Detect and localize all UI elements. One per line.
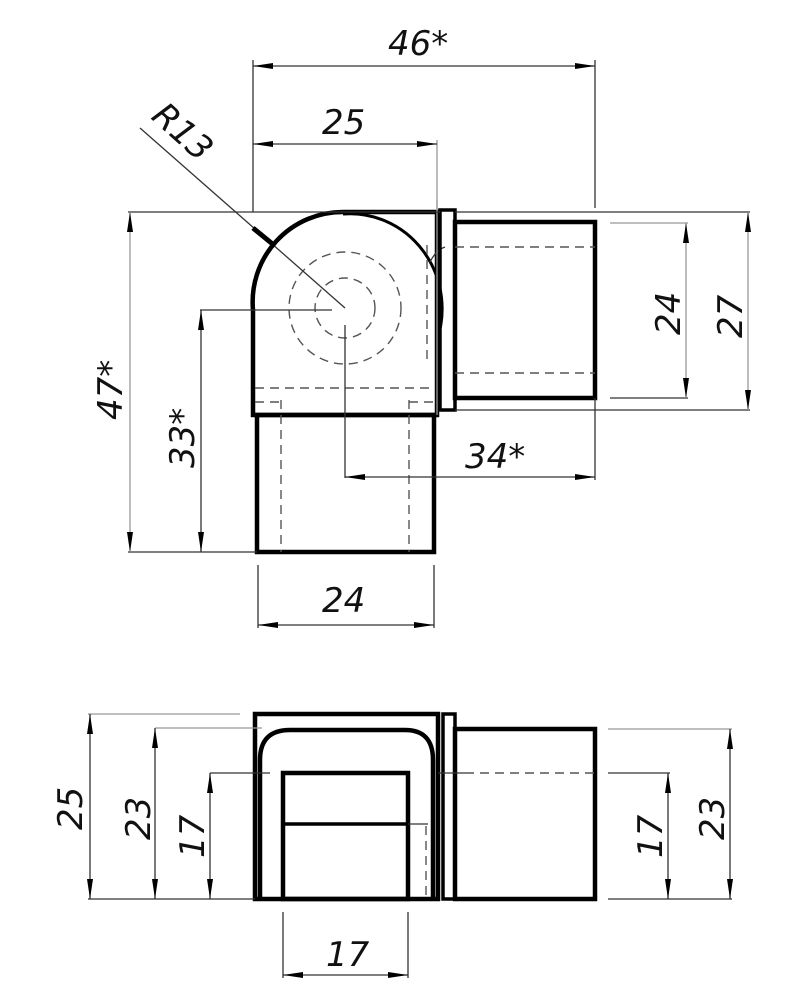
dim-side-overall-height: 25 (51, 787, 91, 830)
right-tube (452, 219, 598, 401)
dim-side-tube-height-left: 23 (119, 797, 159, 840)
dim-body-width: 25 (322, 103, 365, 143)
dim-side-tube-height-right: 23 (693, 797, 733, 840)
dim-overall-width: 46* (388, 24, 448, 64)
dim-radius: R13 (144, 95, 220, 169)
top-view: 46* 25 R13 47* 33* 34* 24 24 (91, 24, 751, 628)
side-inner-opening (280, 770, 411, 902)
dim-right-tube-inner-height: 24 (649, 292, 689, 335)
side-tube-inner (257, 727, 436, 899)
body-inner-arc (342, 212, 444, 341)
dim-right-tube-outer-height: 27 (711, 294, 751, 338)
side-view: 25 23 17 17 17 23 (51, 711, 733, 978)
dim-bottom-tube-width: 24 (322, 581, 365, 621)
dim-center-to-right: 34* (465, 437, 525, 477)
dim-side-inner-height-right: 17 (631, 814, 671, 858)
dim-center-to-bottom: 33* (163, 408, 203, 468)
dim-overall-height: 47* (91, 360, 131, 420)
dim-side-inner-height-left: 17 (173, 814, 213, 858)
side-right-tube (452, 726, 598, 902)
dim-side-inner-width: 17 (326, 935, 370, 975)
hidden-circle-outer (288, 251, 402, 365)
